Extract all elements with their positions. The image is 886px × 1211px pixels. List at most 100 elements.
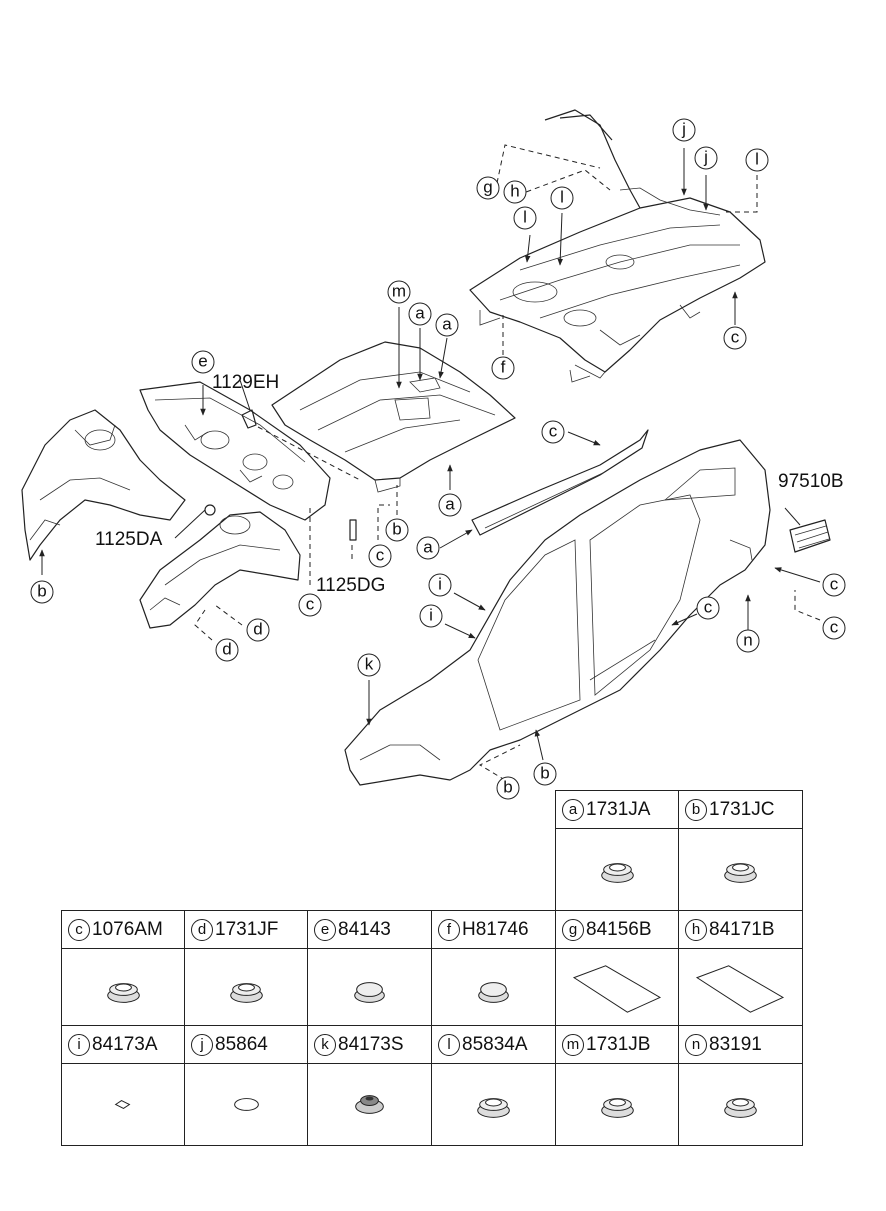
- legend-letter: e: [314, 918, 336, 941]
- legend-part-number: 84173A: [92, 1033, 158, 1055]
- oval-plug-icon: [308, 948, 431, 1030]
- front-side-member-lower: [139, 511, 301, 629]
- callout-d: d: [215, 638, 239, 662]
- legend-part-number: 83191: [709, 1033, 762, 1055]
- callout-n: n: [736, 629, 760, 653]
- legend-part-number: H81746: [462, 918, 529, 940]
- callout-a: a: [435, 313, 459, 337]
- bolt-1129EH: [241, 409, 257, 429]
- pad-sheet-icon: [679, 948, 802, 1030]
- callout-g: g: [476, 176, 500, 200]
- legend-part-number: 1731JB: [586, 1033, 651, 1055]
- leader-lines: [39, 144, 821, 781]
- callout-b: b: [385, 518, 409, 542]
- svg-text:g: g: [483, 178, 492, 197]
- label-1125DG: 1125DG: [316, 575, 385, 596]
- callout-h: h: [503, 180, 527, 204]
- legend-letter: k: [314, 1033, 336, 1056]
- callout-b: b: [30, 580, 54, 604]
- callout-a: a: [416, 536, 440, 560]
- svg-text:b: b: [503, 778, 512, 797]
- callout-l: l: [513, 206, 537, 230]
- callout-b: b: [496, 776, 520, 800]
- svg-text:a: a: [423, 538, 433, 557]
- legend-letter: c: [68, 918, 90, 941]
- callout-c: c: [822, 616, 846, 640]
- svg-text:a: a: [415, 304, 425, 323]
- svg-text:a: a: [445, 495, 455, 514]
- callout-k: k: [357, 653, 381, 677]
- body-side-outer: [344, 439, 771, 786]
- vent-grille: [789, 519, 831, 553]
- callout-c: c: [696, 596, 720, 620]
- small-diamond-pad-icon: [62, 1063, 185, 1145]
- legend-letter: m: [562, 1033, 584, 1056]
- legend-letter: i: [68, 1033, 90, 1056]
- legend-part-number: 1731JA: [586, 798, 651, 820]
- legend-part-number: 1076AM: [92, 918, 163, 940]
- oval-pad-icon: [185, 1063, 308, 1145]
- round-plug-icon: [556, 828, 679, 910]
- svg-text:l: l: [523, 208, 527, 227]
- callout-a: a: [408, 302, 432, 326]
- legend-letter: a: [562, 798, 584, 821]
- round-plug-icon: [432, 1063, 555, 1145]
- svg-text:d: d: [253, 620, 262, 639]
- svg-text:c: c: [830, 575, 839, 594]
- legend-letter: h: [685, 918, 707, 941]
- svg-text:a: a: [442, 315, 452, 334]
- bolt-1125DA: [204, 504, 216, 516]
- svg-text:k: k: [365, 655, 374, 674]
- center-floor-panel: [271, 341, 516, 493]
- callout-b: b: [533, 762, 557, 786]
- callout-l: l: [745, 148, 769, 172]
- round-plug-icon: [556, 1063, 679, 1145]
- legend-letter: f: [438, 918, 460, 941]
- grommet-icon: [308, 1063, 431, 1145]
- legend-letter: g: [562, 918, 584, 941]
- legend-part-number: 84171B: [709, 918, 775, 940]
- svg-text:i: i: [438, 575, 442, 594]
- callout-j: j: [672, 118, 696, 142]
- callout-f: f: [491, 356, 515, 380]
- front-side-member: [21, 409, 186, 561]
- legend-part-number: 84173S: [338, 1033, 404, 1055]
- svg-text:b: b: [37, 582, 46, 601]
- callout-c: c: [368, 544, 392, 568]
- svg-text:f: f: [501, 358, 506, 377]
- round-plug-icon: [62, 948, 185, 1030]
- pad-sheet-icon: [556, 948, 679, 1030]
- legend-part-number: 1731JC: [709, 798, 775, 820]
- label-1125DA: 1125DA: [95, 529, 163, 550]
- svg-text:c: c: [306, 595, 315, 614]
- svg-text:h: h: [510, 182, 519, 201]
- label-97510B: 97510B: [778, 471, 844, 492]
- label-1129EH: 1129EH: [212, 372, 279, 393]
- dash-panel: [139, 381, 331, 521]
- legend-letter: n: [685, 1033, 707, 1056]
- round-plug-icon: [679, 1063, 802, 1145]
- svg-text:m: m: [392, 282, 406, 301]
- svg-text:j: j: [681, 120, 686, 139]
- round-plug-icon: [679, 828, 802, 910]
